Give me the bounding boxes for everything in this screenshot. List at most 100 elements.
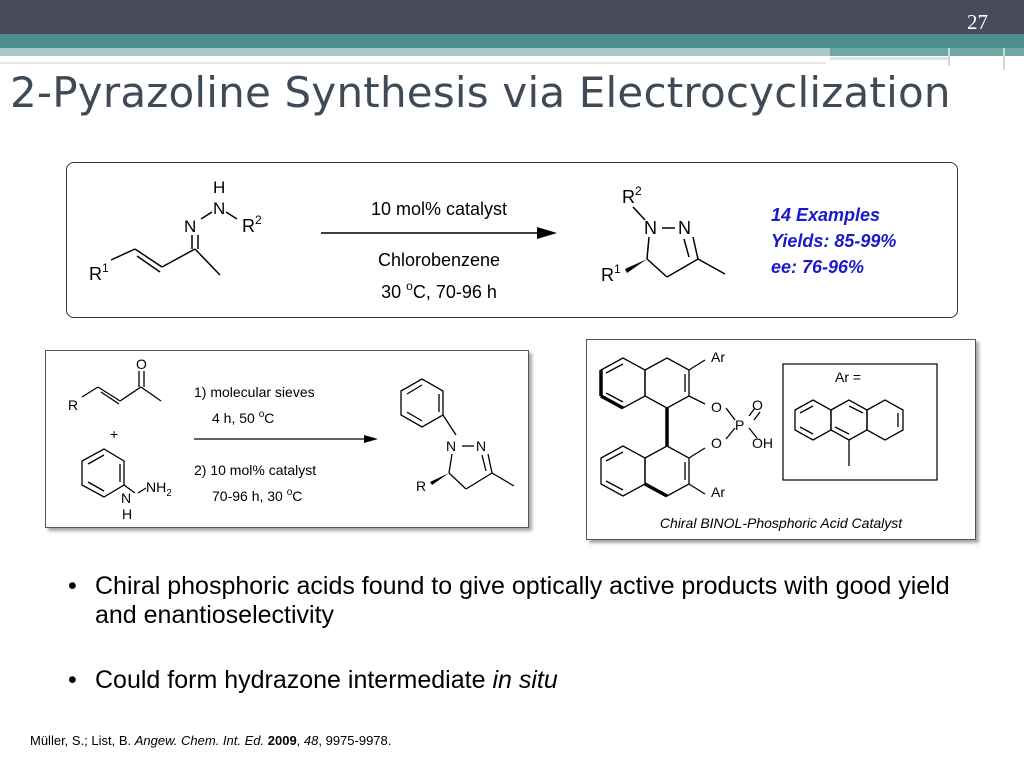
reactant-r2-label: R <box>242 216 255 236</box>
reactant-r1-label: R <box>89 264 102 284</box>
reaction-scheme-main: H N N R2 R1 10 mol% catalyst Chlorobenze… <box>66 162 958 318</box>
results-ee: ee: 76-96% <box>771 257 864 277</box>
product-n-left: N <box>644 218 657 238</box>
step2-line2-pre: 70-96 h, 30 <box>212 488 287 504</box>
condition-temperature: 30 oC, 70-96 h <box>381 279 497 302</box>
product-n-right: N <box>678 218 691 238</box>
condition-temperature-sup: o <box>406 279 413 293</box>
product-wedge-bond <box>625 259 647 273</box>
product-r1-label: R <box>601 265 614 285</box>
bullet-item: • Chiral phosphoric acids found to give … <box>60 572 980 630</box>
enone-oxygen: O <box>136 356 147 372</box>
ar-equals-label: Ar = <box>835 369 861 385</box>
hydrazine-n: N <box>121 490 131 506</box>
reaction-scheme-svg: H N N R2 R1 10 mol% catalyst Chlorobenze… <box>89 178 896 302</box>
pyrazoline-n-left: N <box>446 438 456 454</box>
step1-line2-sup: o <box>259 409 265 420</box>
reaction-arrow <box>321 227 557 239</box>
reactant-n-upper: N <box>213 199 225 218</box>
condition-temperature-pre: 30 <box>381 282 406 302</box>
bullet-text: Chiral phosphoric acids found to give op… <box>95 572 950 629</box>
hydrazine-h: H <box>122 506 132 522</box>
pyrazoline-n-right: N <box>476 438 486 454</box>
catalyst-panel: Ar O O P O OH Ar Ar = Chiral BINOL-Phosp… <box>586 339 976 540</box>
phenylhydrazine-bonds <box>81 448 147 498</box>
product-bonds <box>632 206 726 278</box>
condition-catalyst: 10 mol% catalyst <box>371 199 507 219</box>
step1-line1: 1) molecular sieves <box>194 384 315 400</box>
hydrazine-nh2-sub: 2 <box>166 488 172 499</box>
product-r1: R1 <box>601 262 621 285</box>
reactant-bonds <box>110 211 238 276</box>
plus-sign: + <box>110 426 118 442</box>
slide-title: 2-Pyrazoline Synthesis via Electrocycliz… <box>10 68 951 117</box>
hydrazine-nh2: NH2 <box>146 479 172 499</box>
header-bar <box>0 0 1024 34</box>
header-stripe-light <box>0 48 830 56</box>
step1-line2-post: C <box>264 410 274 426</box>
header-accent-line <box>830 57 948 60</box>
hydrazine-nh2-label: NH <box>146 479 166 495</box>
header-stripe <box>0 34 1024 48</box>
bullet-text: Could form hydrazone intermediate <box>95 666 493 694</box>
one-pot-scheme-panel: O R + N NH2 H 1) molecular sieves 4 h, 5… <box>45 350 529 528</box>
results-examples: 14 Examples <box>771 205 880 225</box>
bullet-list: • Chiral phosphoric acids found to give … <box>60 572 980 731</box>
anthracene-bonds <box>794 399 904 466</box>
bullet-marker: • <box>68 666 77 694</box>
reactant-r2-sup: 2 <box>255 213 262 227</box>
step2-line2-post: C <box>292 488 302 504</box>
citation-volume: 48 <box>303 733 319 748</box>
bullet-italic: in situ <box>492 666 558 694</box>
reactant-h: H <box>213 178 225 197</box>
one-pot-scheme-svg: O R + N NH2 H 1) molecular sieves 4 h, 5… <box>68 356 515 522</box>
header-accent-bar <box>1003 48 1005 70</box>
step2-line2-sup: o <box>287 487 293 498</box>
catalyst-ar-top: Ar <box>711 349 725 365</box>
catalyst-ar-bottom: Ar <box>711 484 725 500</box>
header-accent-bar <box>948 48 950 66</box>
header-underline <box>0 62 826 64</box>
one-pot-arrow <box>194 435 378 443</box>
citation-year: 2009 <box>267 733 297 748</box>
catalyst-phosphorus: P <box>735 417 744 433</box>
reactant-r2: R2 <box>242 213 262 236</box>
step1-line2: 4 h, 50 oC <box>212 409 274 426</box>
citation-pages: , 9975-9978. <box>318 733 392 748</box>
condition-solvent: Chlorobenzene <box>378 250 500 270</box>
reactant-r1: R1 <box>89 261 109 284</box>
results-block: 14 Examples Yields: 85-99% ee: 76-96% <box>771 205 896 277</box>
citation-sep: , <box>296 733 304 748</box>
bullet-marker: • <box>68 572 77 600</box>
catalyst-o-double: O <box>752 397 763 413</box>
catalyst-svg: Ar O O P O OH Ar Ar = Chiral BINOL-Phosp… <box>599 349 938 531</box>
catalyst-o-upper: O <box>711 399 722 415</box>
citation: Müller, S.; List, B. Angew. Chem. Int. E… <box>30 733 391 748</box>
reactant-n-lower: N <box>184 217 196 236</box>
product-r2-label: R <box>622 187 635 207</box>
condition-temperature-post: C, 70-96 h <box>413 282 497 302</box>
bullet-item: • Could form hydrazone intermediate in s… <box>60 666 980 695</box>
pyrazoline-wedge-bond <box>430 473 449 485</box>
results-yields: Yields: 85-99% <box>771 231 896 251</box>
enone-bonds <box>81 371 162 405</box>
step1-line2-pre: 4 h, 50 <box>212 410 259 426</box>
product-r2-sup: 2 <box>635 184 642 198</box>
step2-line2: 70-96 h, 30 oC <box>212 487 302 504</box>
binol-bold-bonds <box>599 370 669 498</box>
ar-definition-box <box>782 363 938 481</box>
step2-line1: 2) 10 mol% catalyst <box>194 462 316 478</box>
reactant-r1-sup: 1 <box>102 261 109 275</box>
slide-number: 27 <box>967 10 988 34</box>
pyrazoline-product-bonds <box>400 378 515 490</box>
pyrazoline-r: R <box>416 478 426 494</box>
header-stripe-mid <box>830 48 1024 56</box>
catalyst-oh: OH <box>752 435 773 451</box>
product-r1-sup: 1 <box>614 262 621 276</box>
catalyst-o-lower: O <box>711 435 722 451</box>
catalyst-caption: Chiral BINOL-Phosphoric Acid Catalyst <box>660 515 903 531</box>
enone-r: R <box>68 397 78 413</box>
citation-authors: Müller, S.; List, B. <box>30 733 135 748</box>
product-r2: R2 <box>622 184 642 207</box>
citation-journal: Angew. Chem. Int. Ed. <box>134 733 265 748</box>
